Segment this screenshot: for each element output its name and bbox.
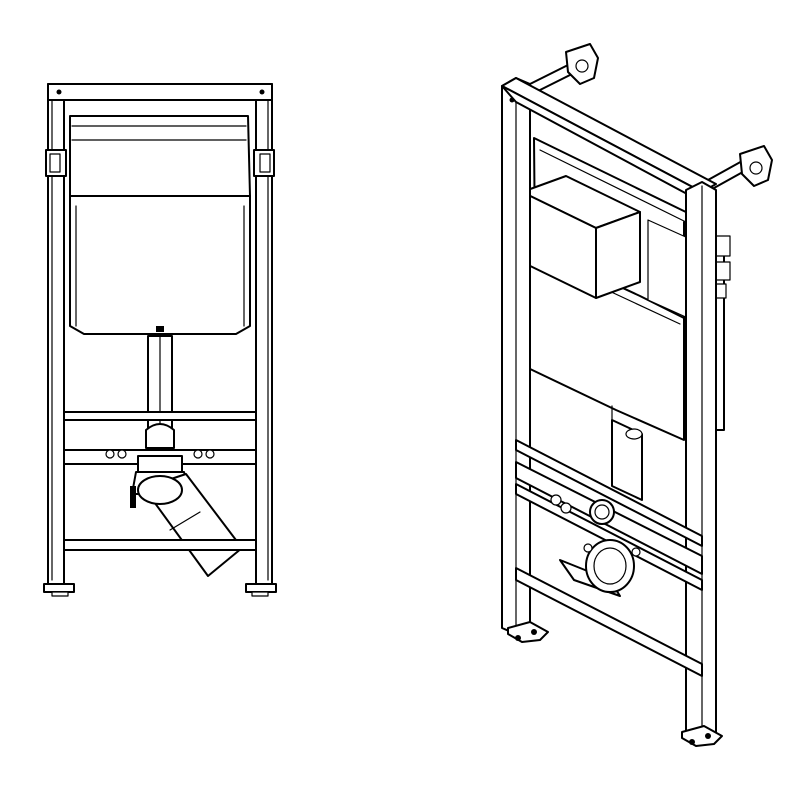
bottom-rail — [515, 567, 703, 677]
cistern-body — [69, 195, 251, 335]
middle-rails — [515, 439, 703, 591]
outlet-pipe — [137, 473, 243, 577]
bottom-rail — [63, 539, 257, 551]
pipe-elbow — [105, 423, 215, 459]
top-rail — [47, 83, 273, 101]
left-upright — [501, 77, 531, 635]
side-brackets — [45, 149, 275, 177]
drain-connector — [559, 539, 641, 597]
flush-pipe — [611, 419, 643, 501]
frame-feet — [507, 621, 723, 747]
frame-feet — [43, 583, 277, 597]
wc-installation-frame-isometric-view-icon — [501, 43, 773, 747]
wc-installation-frame-front-view-icon — [43, 83, 277, 597]
flush-actuator-box — [521, 175, 689, 319]
cistern-top — [69, 115, 251, 197]
